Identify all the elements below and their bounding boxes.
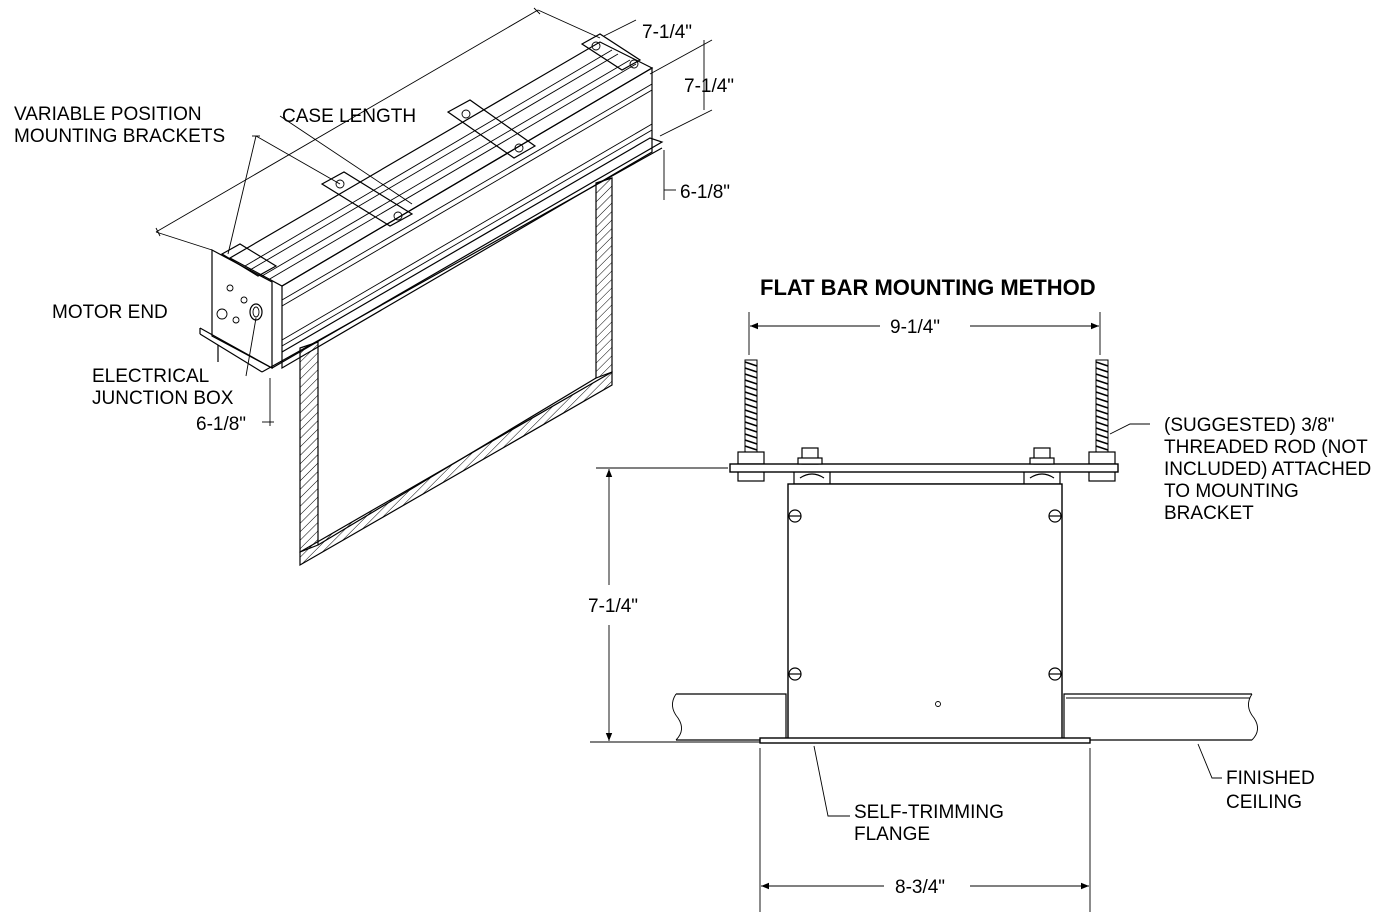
motor-end-details — [216, 284, 263, 324]
flange-label-2: FLANGE — [854, 824, 930, 845]
self-trimming-flange — [759, 737, 1091, 744]
iso-flange-left-dim: 6-1/8" — [196, 414, 246, 435]
iso-height-dim: 7-1/4" — [684, 76, 734, 97]
section-view: FLAT BAR MOUNTING METHOD 9-1/4" — [588, 275, 1371, 912]
dim-section-height: 7-1/4" — [588, 467, 760, 743]
rod-label-3: INCLUDED) ATTACHED — [1164, 459, 1371, 480]
flange-width-dim: 8-3/4" — [895, 877, 945, 898]
rod-label-2: THREADED ROD (NOT — [1164, 437, 1368, 458]
motor-end-label: MOTOR END — [52, 302, 168, 323]
section-height-dim: 7-1/4" — [588, 596, 638, 617]
iso-flange-right-dim: 6-1/8" — [680, 182, 730, 203]
rod-label-5: BRACKET — [1164, 503, 1254, 524]
electrical-label-1: ELECTRICAL — [92, 366, 209, 387]
section-width-dim: 9-1/4" — [890, 317, 940, 338]
variable-position-label-1: VARIABLE POSITION — [14, 104, 202, 125]
threaded-rod-left — [737, 359, 765, 482]
iso-dimensions — [155, 7, 713, 426]
iso-leaders — [227, 115, 413, 377]
dim-section-width: 9-1/4" — [748, 312, 1101, 355]
ceiling-label-1: FINISHED — [1226, 768, 1315, 789]
case-section — [787, 483, 1063, 741]
case-screws — [788, 509, 1062, 707]
section-leaders — [813, 423, 1222, 817]
finished-ceiling — [672, 693, 1258, 741]
iso-top-width-dim: 7-1/4" — [642, 22, 692, 43]
section-title: FLAT BAR MOUNTING METHOD — [760, 275, 1096, 300]
rod-label-4: TO MOUNTING — [1164, 481, 1299, 502]
rod-label-1: (SUGGESTED) 3/8" — [1164, 415, 1334, 436]
mounting-brackets — [220, 33, 642, 277]
case-length-label: CASE LENGTH — [282, 106, 416, 127]
flat-bar — [729, 463, 1119, 473]
dim-flange-width: 8-3/4" — [759, 748, 1091, 912]
flange-label-1: SELF-TRIMMING — [854, 802, 1004, 823]
isometric-view: VARIABLE POSITION MOUNTING BRACKETS CASE… — [14, 7, 734, 567]
variable-position-label-2: MOUNTING BRACKETS — [14, 126, 225, 147]
threaded-rod-right — [1088, 359, 1116, 482]
case-body — [199, 41, 664, 373]
ceiling-label-2: CEILING — [1226, 792, 1302, 813]
screen-fabric — [299, 177, 613, 567]
electrical-label-2: JUNCTION BOX — [92, 388, 234, 409]
